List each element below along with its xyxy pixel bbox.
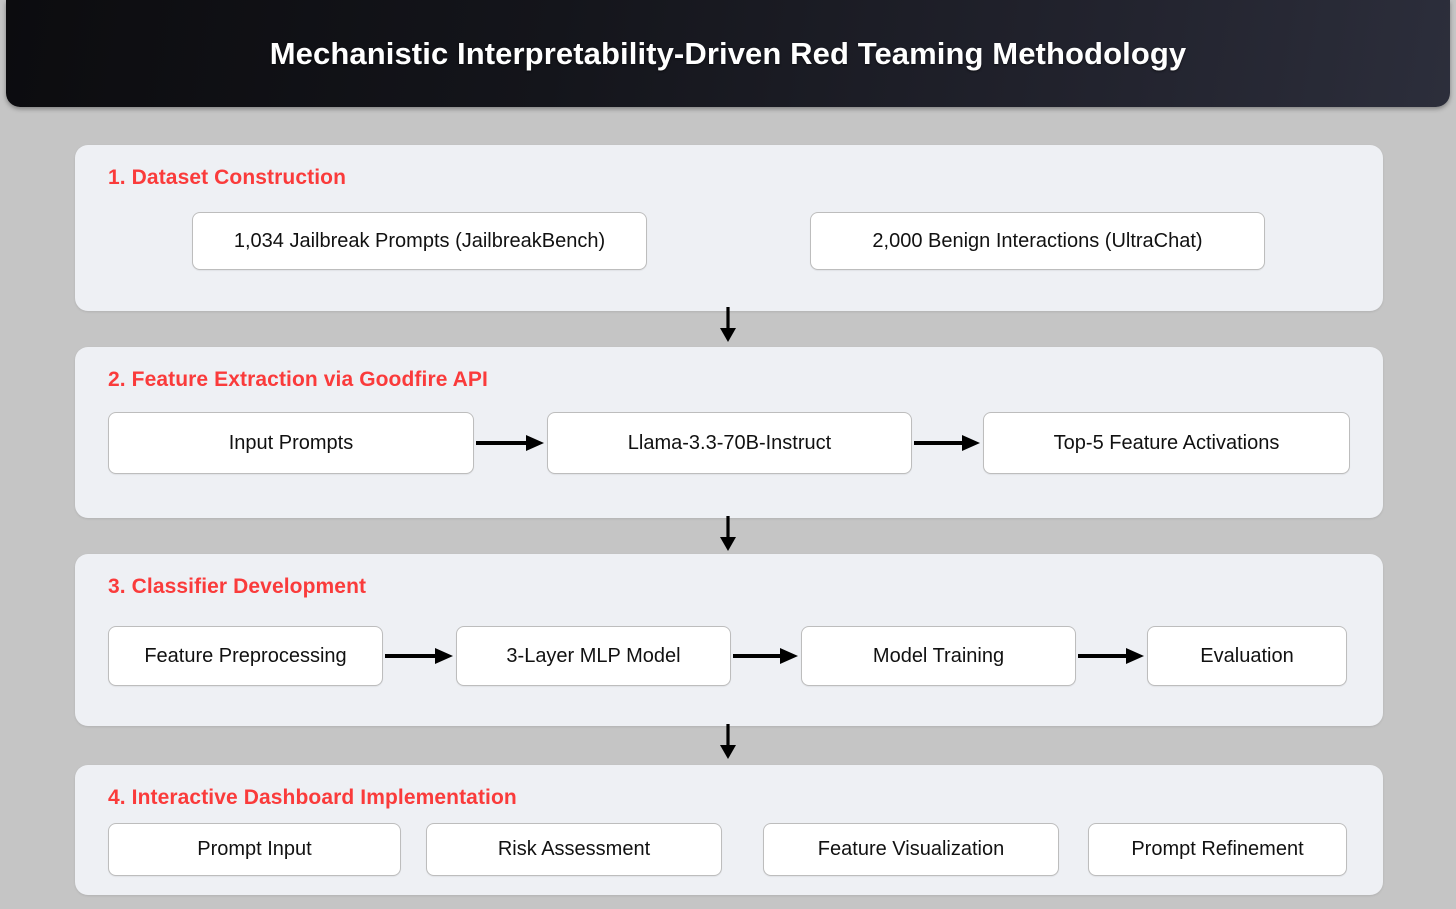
arrow-right-icon [476, 432, 545, 454]
arrow-right-icon [1078, 645, 1145, 667]
node-model-training[interactable]: Model Training [801, 626, 1076, 686]
node-jailbreak-prompts[interactable]: 1,034 Jailbreak Prompts (JailbreakBench) [192, 212, 647, 270]
node-llama-model[interactable]: Llama-3.3-70B-Instruct [547, 412, 912, 474]
node-mlp-model[interactable]: 3-Layer MLP Model [456, 626, 731, 686]
section-interactive-dashboard: 4. Interactive Dashboard Implementation … [75, 765, 1383, 895]
section-title-2: 2. Feature Extraction via Goodfire API [108, 368, 488, 391]
section-feature-extraction: 2. Feature Extraction via Goodfire API I… [75, 347, 1383, 518]
section-dataset-construction: 1. Dataset Construction 1,034 Jailbreak … [75, 145, 1383, 311]
node-input-prompts[interactable]: Input Prompts [108, 412, 474, 474]
node-feature-preprocessing[interactable]: Feature Preprocessing [108, 626, 383, 686]
section-title-4: 4. Interactive Dashboard Implementation [108, 786, 517, 809]
methodology-flow-diagram: 1. Dataset Construction 1,034 Jailbreak … [0, 107, 1456, 909]
arrow-down-icon [715, 516, 741, 552]
arrow-right-icon [914, 432, 981, 454]
node-prompt-input[interactable]: Prompt Input [108, 823, 401, 876]
arrow-down-icon [715, 307, 741, 343]
node-prompt-refinement[interactable]: Prompt Refinement [1088, 823, 1347, 876]
section-title-1: 1. Dataset Construction [108, 166, 347, 189]
title-banner: Mechanistic Interpretability-Driven Red … [6, 0, 1450, 107]
node-benign-interactions[interactable]: 2,000 Benign Interactions (UltraChat) [810, 212, 1265, 270]
node-top5-feature-activations[interactable]: Top-5 Feature Activations [983, 412, 1350, 474]
node-risk-assessment[interactable]: Risk Assessment [426, 823, 722, 876]
section-classifier-development: 3. Classifier Development Feature Prepro… [75, 554, 1383, 726]
page-title: Mechanistic Interpretability-Driven Red … [269, 35, 1187, 71]
section-title-3: 3. Classifier Development [108, 575, 367, 598]
node-evaluation[interactable]: Evaluation [1147, 626, 1347, 686]
arrow-right-icon [385, 645, 454, 667]
node-feature-visualization[interactable]: Feature Visualization [763, 823, 1059, 876]
arrow-right-icon [733, 645, 799, 667]
arrow-down-icon [715, 724, 741, 760]
